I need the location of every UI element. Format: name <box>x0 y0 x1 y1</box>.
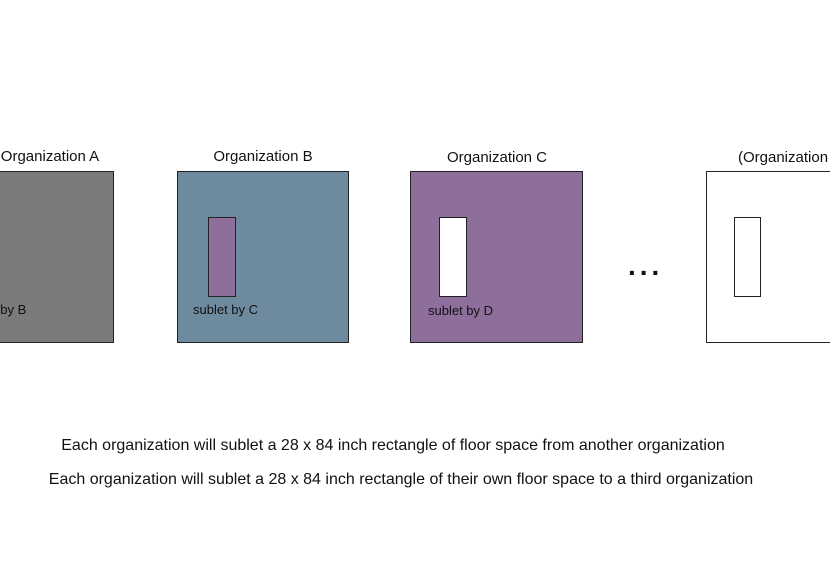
org-c-sublet-rect <box>439 217 467 297</box>
org-b-title: Organization B <box>213 148 313 165</box>
org-b-sublet-label: sublet by C <box>193 302 259 317</box>
org-c-sublet-label: sublet by D <box>428 303 494 318</box>
ellipsis: ... <box>628 250 664 281</box>
org-b-sublet-rect <box>208 217 236 297</box>
org-d-title: (Organization <box>738 149 829 166</box>
org-b-box <box>177 171 349 343</box>
org-d-box <box>706 171 830 343</box>
caption-line-1: Each organization will sublet a 28 x 84 … <box>61 437 725 454</box>
org-d-sublet-rect <box>734 217 761 297</box>
org-c-title: Organization C <box>446 149 548 166</box>
caption-line-2: Each organization will sublet a 28 x 84 … <box>48 471 754 488</box>
org-a-title: Organization A <box>0 148 100 165</box>
org-a-sublet-label: sublet by B <box>0 302 27 317</box>
org-c-box <box>410 171 583 343</box>
org-a-box <box>0 171 114 343</box>
